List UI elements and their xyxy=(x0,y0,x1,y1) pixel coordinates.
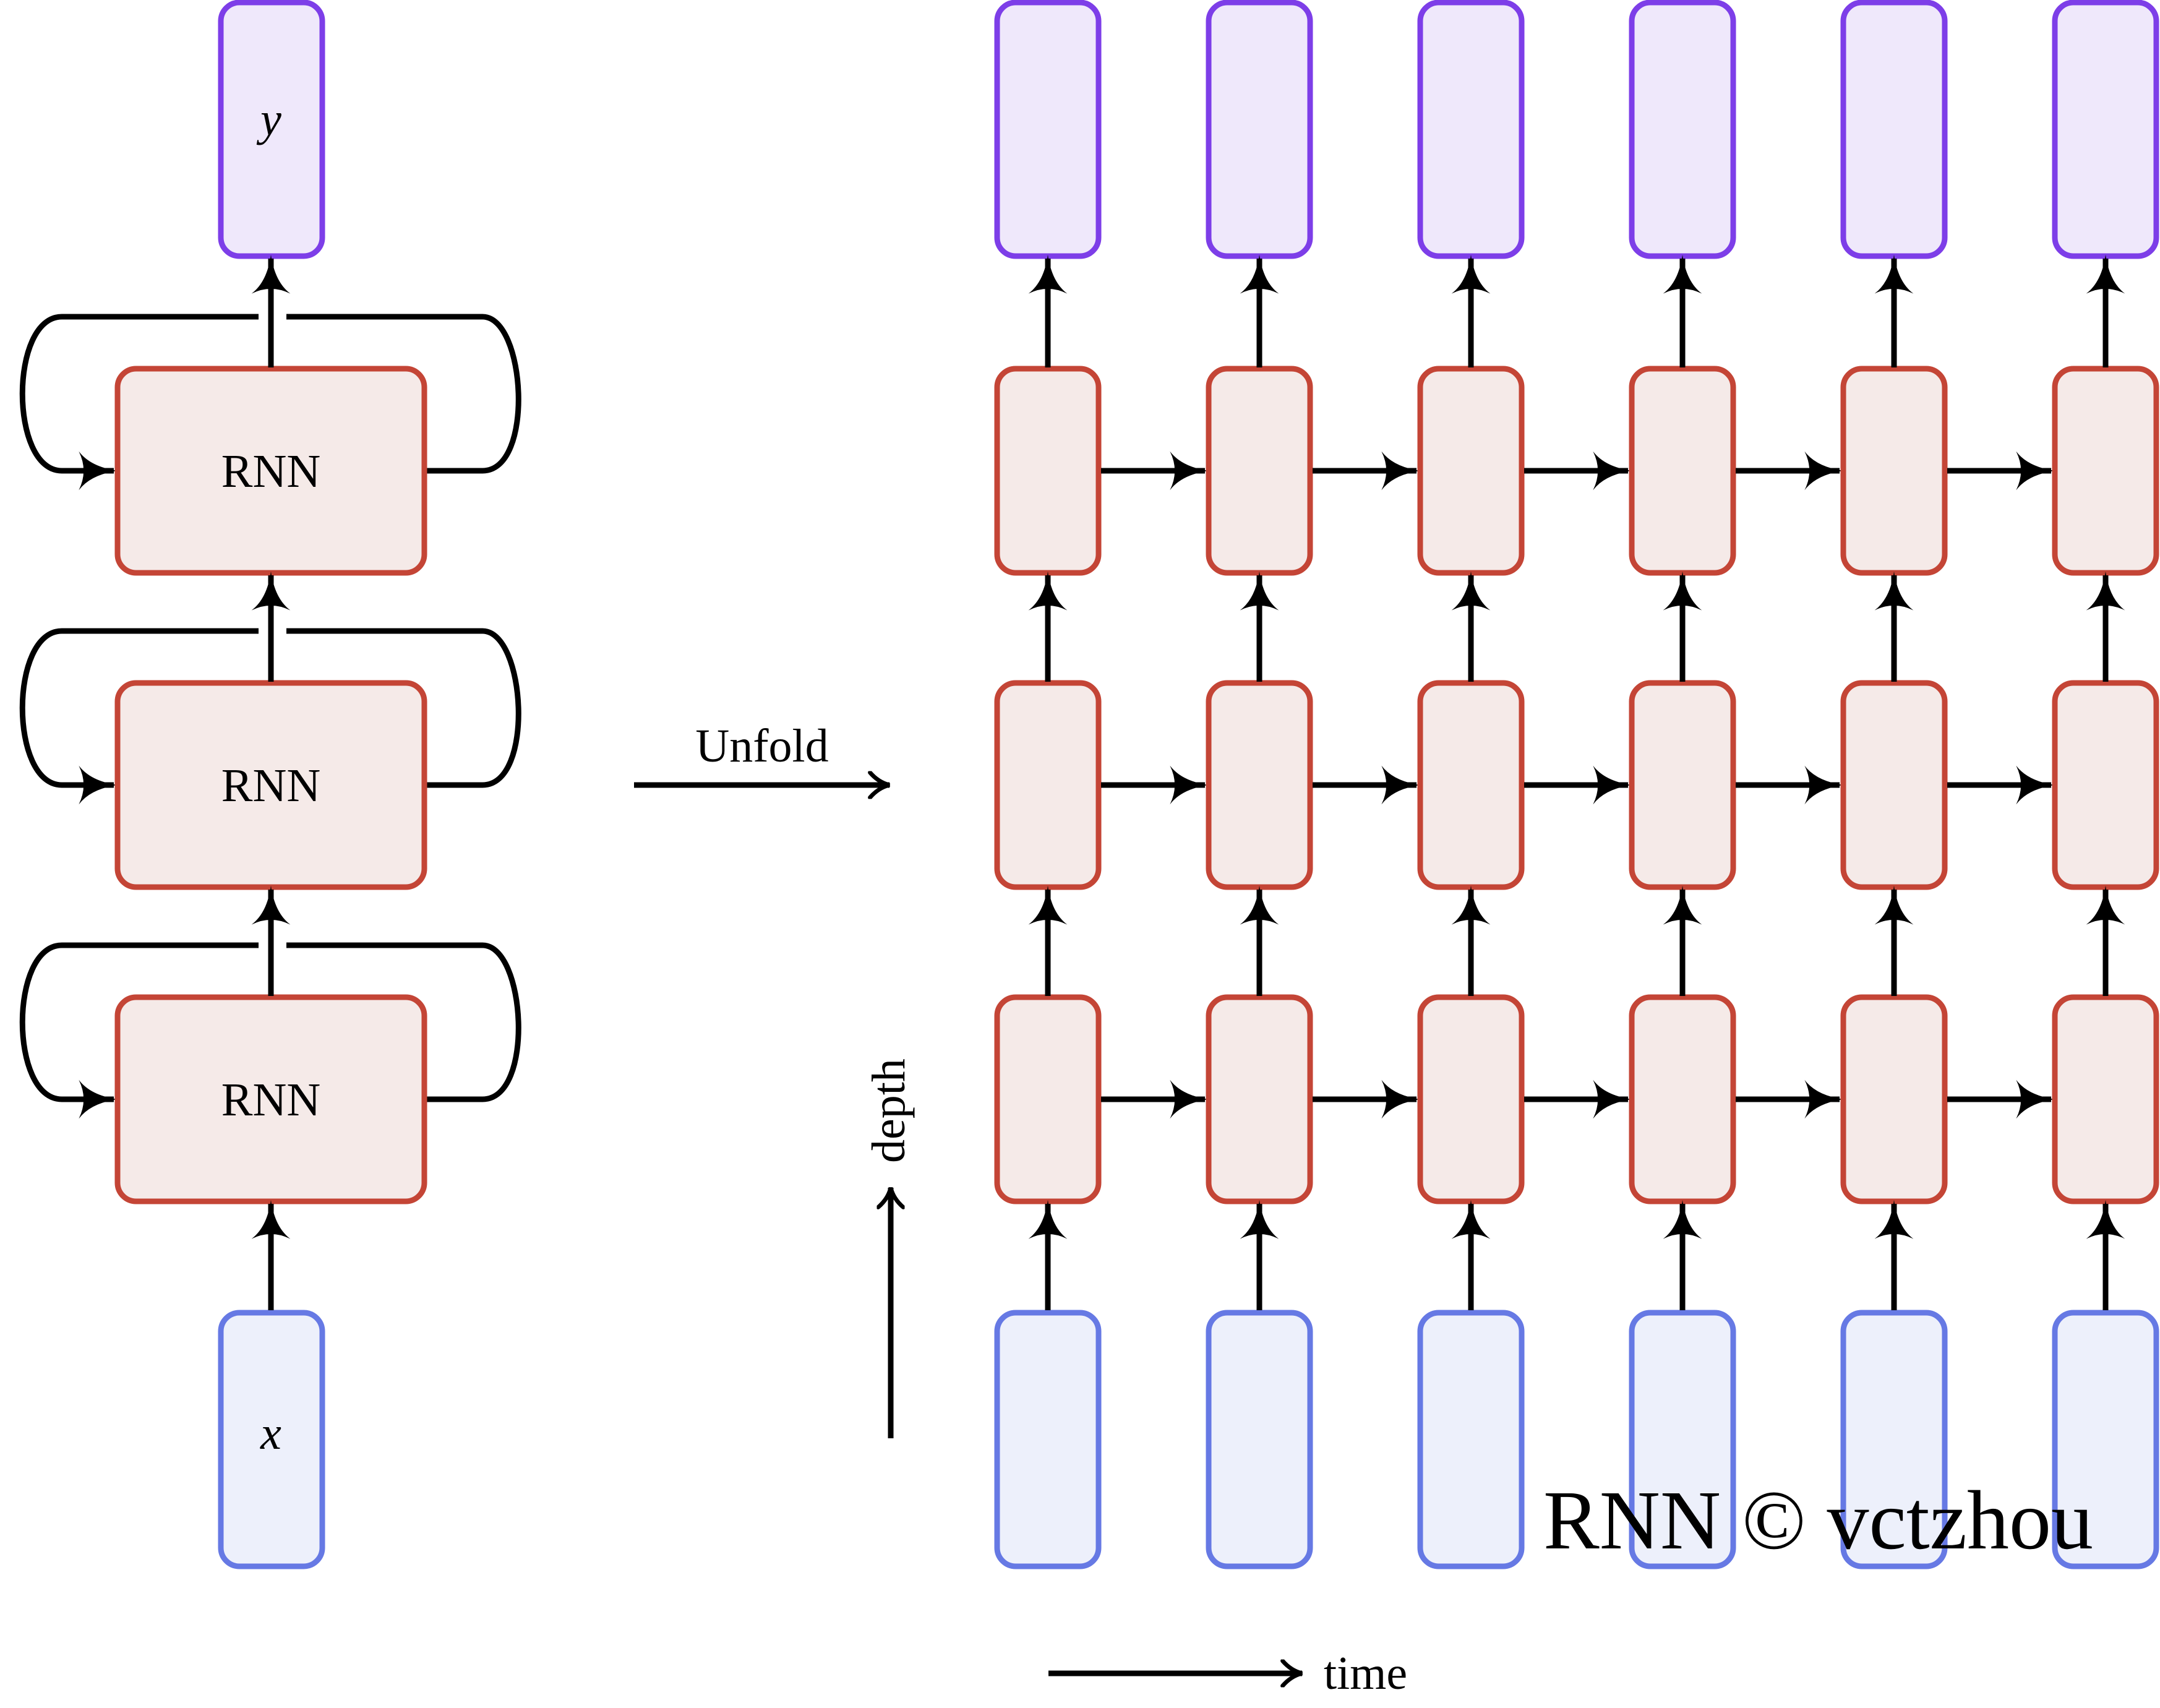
time-label: time xyxy=(1324,1647,1407,1699)
rnn-cell xyxy=(1629,994,1736,1204)
time-step-column xyxy=(1840,0,2055,1569)
recurrent-loop-left xyxy=(19,628,259,805)
folded-layer: RNN xyxy=(19,254,521,576)
recurrent-loop-right xyxy=(286,314,521,474)
output-node xyxy=(994,0,1102,259)
rnn-cell xyxy=(1840,680,1948,890)
rnn-cell xyxy=(1629,680,1736,890)
unfold-arrow: Unfold xyxy=(634,720,889,785)
depth-axis: depth xyxy=(863,1058,915,1438)
time-step-column xyxy=(1417,0,1632,1569)
watermark: RNN © vctzhou xyxy=(1543,1474,2093,1567)
recurrent-loop-right xyxy=(286,942,521,1102)
output-node xyxy=(2052,0,2159,259)
rnn-cell-label: RNN xyxy=(221,760,320,812)
output-node xyxy=(1206,0,1313,259)
input-label: x xyxy=(260,1407,281,1459)
rnn-cell xyxy=(1840,366,1948,576)
time-axis: time xyxy=(1048,1647,1407,1699)
time-step-column xyxy=(994,0,1209,1569)
rnn-cell xyxy=(2052,366,2159,576)
rnn-cell xyxy=(1629,366,1736,576)
recurrent-loop-left xyxy=(19,942,259,1119)
input-node xyxy=(1629,1310,1736,1569)
output-label: y xyxy=(256,93,281,145)
time-step-column xyxy=(2052,0,2159,1569)
output-node xyxy=(1417,0,1525,259)
input-node xyxy=(1417,1310,1525,1569)
rnn-cell xyxy=(1206,994,1313,1204)
unrolled-rnn xyxy=(994,0,2159,1569)
rnn-cell-label: RNN xyxy=(221,445,320,497)
rnn-cell xyxy=(1206,366,1313,576)
depth-label: depth xyxy=(863,1058,915,1163)
rnn-cell xyxy=(2052,680,2159,890)
input-node xyxy=(2052,1310,2159,1569)
folded-rnn: y x RNN RNN RNN xyxy=(19,0,521,1569)
recurrent-loop-right xyxy=(286,628,521,788)
rnn-cell xyxy=(1417,680,1525,890)
input-node xyxy=(1840,1310,1948,1569)
rnn-cell xyxy=(1417,366,1525,576)
rnn-cell xyxy=(994,366,1102,576)
rnn-cell xyxy=(2052,994,2159,1204)
input-node xyxy=(1206,1310,1313,1569)
input-node-x xyxy=(218,1310,325,1569)
rnn-cell-label: RNN xyxy=(221,1074,320,1126)
input-node xyxy=(994,1310,1102,1569)
unfold-label: Unfold xyxy=(695,720,828,772)
rnn-cell xyxy=(1417,994,1525,1204)
rnn-cell xyxy=(994,680,1102,890)
rnn-cell xyxy=(1840,994,1948,1204)
folded-layer: RNN xyxy=(19,885,521,1204)
output-node xyxy=(1840,0,1948,259)
output-node xyxy=(1629,0,1736,259)
recurrent-loop-left xyxy=(19,314,259,491)
time-step-column xyxy=(1629,0,1844,1569)
rnn-cell xyxy=(994,994,1102,1204)
time-step-column xyxy=(1206,0,1421,1569)
folded-layer: RNN xyxy=(19,571,521,890)
rnn-cell xyxy=(1206,680,1313,890)
